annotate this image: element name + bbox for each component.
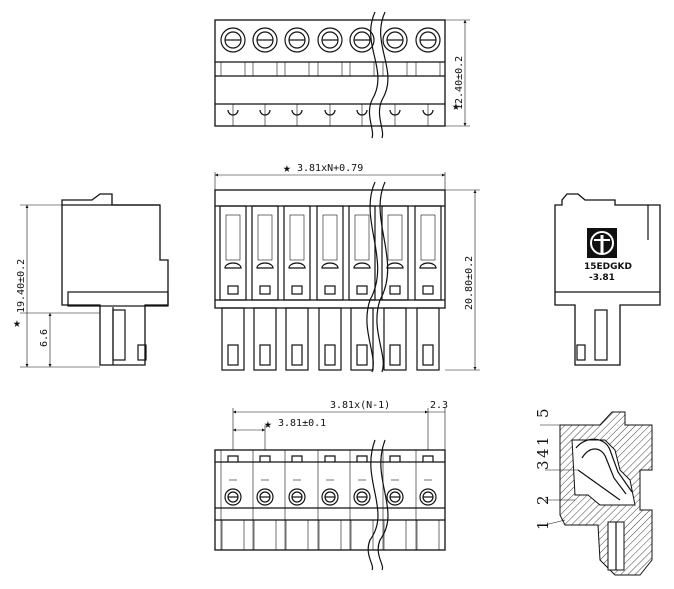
section-view — [540, 411, 653, 576]
section-num-2: 2 — [534, 495, 552, 505]
bottom-pitch-dim: 3.81±0.1 — [278, 418, 326, 429]
logo-icon — [587, 228, 617, 258]
brand-marking: 15EDGKD — [584, 262, 632, 272]
side-height-dim: 19.40±0.2 — [16, 259, 27, 313]
front-width-dim: 3.81xN+0.79 — [297, 163, 363, 174]
star-icon: ★ — [283, 161, 291, 176]
bottom-screw — [284, 450, 309, 550]
bottom-screw — [349, 450, 374, 550]
right-side-view: 15EDGKD -3.81 — [554, 193, 661, 366]
star-icon: ★ — [13, 316, 21, 331]
star-icon: ★ — [264, 417, 272, 432]
top-pin — [220, 27, 246, 126]
section-num-4: 4 — [534, 448, 552, 458]
front-slot — [283, 205, 311, 371]
pitch-marking: -3.81 — [589, 273, 615, 283]
front-slot — [251, 205, 279, 371]
front-slot — [316, 205, 344, 371]
top-pin — [382, 27, 408, 126]
bottom-screw — [382, 450, 407, 550]
front-slot — [414, 205, 442, 371]
top-view: 12.40±0.2 ★ — [214, 11, 470, 139]
side-lower-dim: 6.6 — [39, 329, 50, 347]
section-numbers: 5 3 4 1 2 1 — [534, 408, 552, 530]
front-height-dim: 20.80±0.2 — [464, 256, 475, 310]
front-slot — [348, 205, 376, 371]
top-pin — [349, 27, 375, 126]
bottom-screw — [415, 450, 440, 550]
bottom-pitch-total-dim: 3.81x(N-1) — [330, 400, 390, 411]
section-num-1-upper: 1 — [534, 436, 552, 446]
section-num-5: 5 — [534, 408, 552, 418]
bottom-view: 3.81x(N-1) 2.3 ★ 3.81±0.1 — [214, 400, 448, 571]
bottom-screw — [220, 450, 245, 550]
section-num-3: 3 — [534, 460, 552, 470]
top-pin — [252, 27, 278, 126]
bottom-end-dim: 2.3 — [430, 400, 448, 411]
front-view: ★ 3.81xN+0.79 20.80±0.2 — [214, 161, 480, 373]
top-pin — [284, 27, 310, 126]
top-pin — [415, 27, 441, 126]
top-pin — [317, 27, 343, 126]
left-side-view: 19.40±0.2 ★ 6.6 — [13, 193, 169, 368]
top-height-dim: 12.40±0.2 — [454, 56, 465, 110]
star-icon: ★ — [452, 99, 460, 114]
front-slot — [219, 205, 247, 371]
bottom-screw — [317, 450, 342, 550]
section-num-1: 1 — [534, 520, 552, 530]
bottom-screw — [252, 450, 277, 550]
